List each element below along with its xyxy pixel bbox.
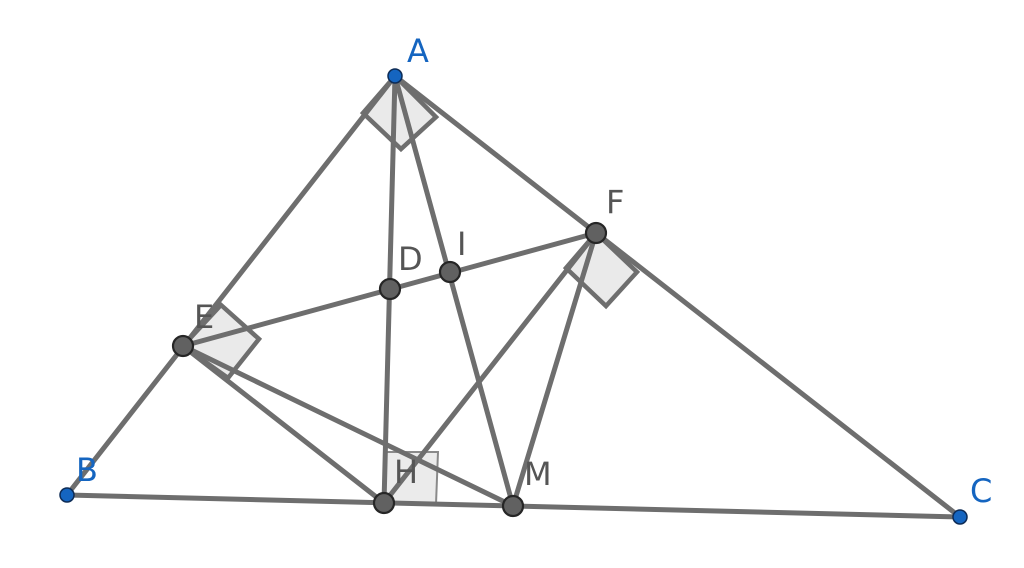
label-m: M — [524, 455, 552, 493]
point-m[interactable] — [501, 494, 525, 518]
label-f: F — [606, 183, 624, 221]
point-c[interactable] — [952, 509, 968, 525]
label-d: D — [398, 240, 423, 278]
point-f[interactable] — [584, 221, 608, 245]
point-d[interactable] — [378, 277, 402, 301]
segment-a-c — [392, 73, 963, 520]
label-i: I — [457, 225, 466, 263]
point-h[interactable] — [372, 491, 396, 515]
point-a[interactable] — [387, 68, 403, 84]
label-h: H — [394, 453, 418, 491]
segment-e-m — [180, 343, 516, 509]
point-b[interactable] — [59, 487, 75, 503]
label-c: C — [970, 472, 992, 510]
label-e: E — [194, 298, 214, 336]
label-b: B — [76, 451, 98, 489]
point-e[interactable] — [171, 334, 195, 358]
segment-f-h — [381, 230, 599, 506]
segment-f-m — [510, 230, 599, 509]
point-i[interactable] — [438, 260, 462, 284]
segment-e-h — [180, 343, 387, 506]
label-a: A — [407, 32, 429, 70]
segment-a-m — [392, 73, 516, 509]
segment-a-b — [64, 73, 398, 498]
